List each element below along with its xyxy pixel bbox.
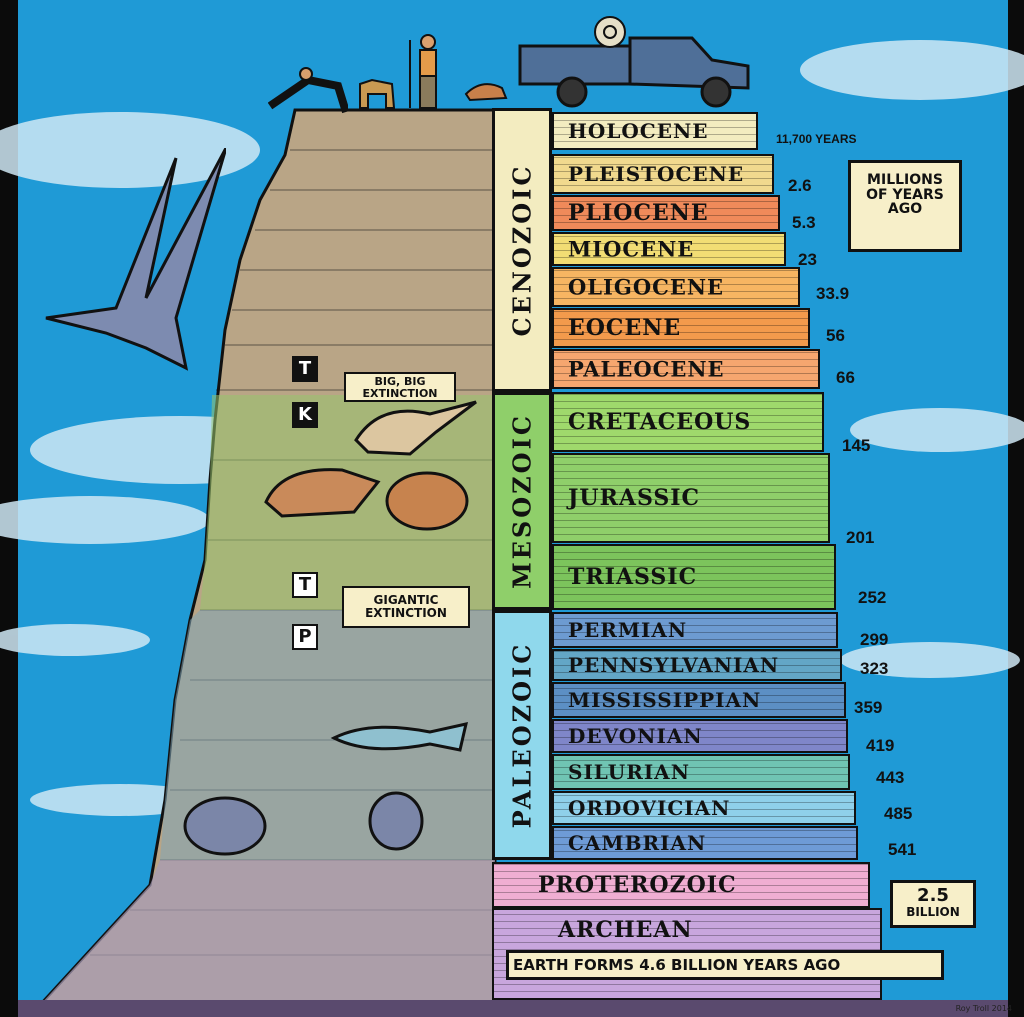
age-cretaceous: 145 <box>842 436 871 455</box>
kt-extinction-tag: BIG, BIG EXTINCTION <box>344 372 456 402</box>
period-label: MISSISSIPPIAN <box>568 688 762 712</box>
period-holocene: HOLOCENE <box>552 112 758 150</box>
age-eocene: 56 <box>826 326 845 345</box>
period-label: OLIGOCENE <box>568 274 725 300</box>
era-label-mesozoic: MESOZOIC <box>507 413 537 589</box>
era-mesozoic: MESOZOIC <box>492 392 552 610</box>
units-label: MILLIONS OF YEARS AGO <box>866 172 944 218</box>
period-label: CAMBRIAN <box>568 831 707 855</box>
period-ordovician: ORDOVICIAN <box>552 791 856 825</box>
period-permian: PERMIAN <box>552 612 838 648</box>
earth-forms-callout: EARTH FORMS 4.6 BILLION YEARS AGO <box>506 950 944 980</box>
period-label: PLIOCENE <box>568 200 709 226</box>
period-cambrian: CAMBRIAN <box>552 826 858 860</box>
skull-icon <box>354 400 477 456</box>
age-permian: 299 <box>860 630 889 649</box>
age-devonian: 419 <box>866 736 895 755</box>
age-pliocene: 5.3 <box>792 213 816 232</box>
billion-callout: 2.5 BILLION <box>890 880 976 928</box>
era-label-paleozoic: PALEOZOIC <box>507 641 537 829</box>
period-triassic: TRIASSIC <box>552 544 836 610</box>
earth-forms-label: EARTH FORMS 4.6 BILLION YEARS AGO <box>513 956 841 974</box>
units-callout: MILLIONS OF YEARS AGO <box>848 160 962 252</box>
extinction-letter-k: K <box>292 402 318 428</box>
billion-value: 2.5 <box>917 885 949 906</box>
period-label: TRIASSIC <box>568 564 698 590</box>
period-eocene: EOCENE <box>552 308 810 348</box>
period-label: JURASSIC <box>568 485 701 511</box>
period-label: MIOCENE <box>568 236 695 262</box>
dog-icon <box>359 78 396 109</box>
period-cretaceous: CRETACEOUS <box>552 392 824 452</box>
period-pennsylvanian: PENNSYLVANIAN <box>552 649 842 681</box>
extinction-letter-t: T <box>292 356 318 382</box>
period-label: HOLOCENE <box>568 119 709 143</box>
age-holocene: 11,700 YEARS <box>776 132 857 146</box>
era-cenozoic: CENOZOIC <box>492 108 552 392</box>
period-label: EOCENE <box>568 315 682 341</box>
period-silurian: SILURIAN <box>552 754 850 790</box>
age-oligocene: 33.9 <box>816 284 850 303</box>
trilobite-icon <box>368 791 424 851</box>
period-paleocene: PALEOCENE <box>552 349 820 389</box>
period-label: PROTEROZOIC <box>538 872 737 898</box>
pt-extinction-label: GIGANTIC EXTINCTION <box>365 593 447 620</box>
trilobite-icon <box>183 796 267 856</box>
period-jurassic: JURASSIC <box>552 453 830 543</box>
pterosaur-icon <box>45 148 226 371</box>
era-label-cenozoic: CENOZOIC <box>507 163 537 337</box>
period-mississippian: MISSISSIPPIAN <box>552 682 846 718</box>
person-icon <box>409 34 437 109</box>
ammonite-icon <box>594 16 626 48</box>
extinction-letter-t2: T <box>292 572 318 598</box>
age-paleocene: 66 <box>836 368 855 387</box>
skull-icon <box>264 468 381 518</box>
period-label: PENNSYLVANIAN <box>568 653 780 677</box>
fish-icon <box>330 722 468 752</box>
period-miocene: MIOCENE <box>552 232 786 266</box>
age-pleistocene: 2.6 <box>788 176 812 195</box>
age-ordovician: 485 <box>884 804 913 823</box>
period-label: PERMIAN <box>568 618 688 642</box>
age-pennsylvanian: 323 <box>860 659 889 678</box>
age-cambrian: 541 <box>888 840 917 859</box>
artist-signature: Roy Troll 2014 <box>955 1004 1012 1013</box>
person-icon <box>268 67 348 114</box>
extinction-letter-p: P <box>292 624 318 650</box>
age-silurian: 443 <box>876 768 905 787</box>
age-mississippian: 359 <box>854 698 883 717</box>
period-label: PLEISTOCENE <box>568 162 745 186</box>
rabbit-icon <box>464 83 508 102</box>
period-label: ORDOVICIAN <box>568 796 731 820</box>
kt-extinction-label: BIG, BIG EXTINCTION <box>362 375 438 400</box>
period-pliocene: PLIOCENE <box>552 195 780 231</box>
period-label: CRETACEOUS <box>568 409 752 435</box>
period-label: PALEOCENE <box>568 356 725 382</box>
period-label: SILURIAN <box>568 760 690 784</box>
era-paleozoic: PALEOZOIC <box>492 610 552 860</box>
billion-unit: BILLION <box>906 904 960 919</box>
period-label: DEVONIAN <box>568 724 703 748</box>
fern-icon <box>385 471 469 531</box>
age-triassic: 252 <box>858 588 887 607</box>
age-miocene: 23 <box>798 250 817 269</box>
pt-extinction-tag: GIGANTIC EXTINCTION <box>342 586 470 628</box>
period-devonian: DEVONIAN <box>552 719 848 753</box>
period-oligocene: OLIGOCENE <box>552 267 800 307</box>
period-proterozoic: PROTEROZOIC <box>492 862 870 908</box>
period-label: ARCHEAN <box>558 917 693 943</box>
age-jurassic: 201 <box>846 528 875 547</box>
truck-icon <box>518 36 750 108</box>
period-pleistocene: PLEISTOCENE <box>552 154 774 194</box>
